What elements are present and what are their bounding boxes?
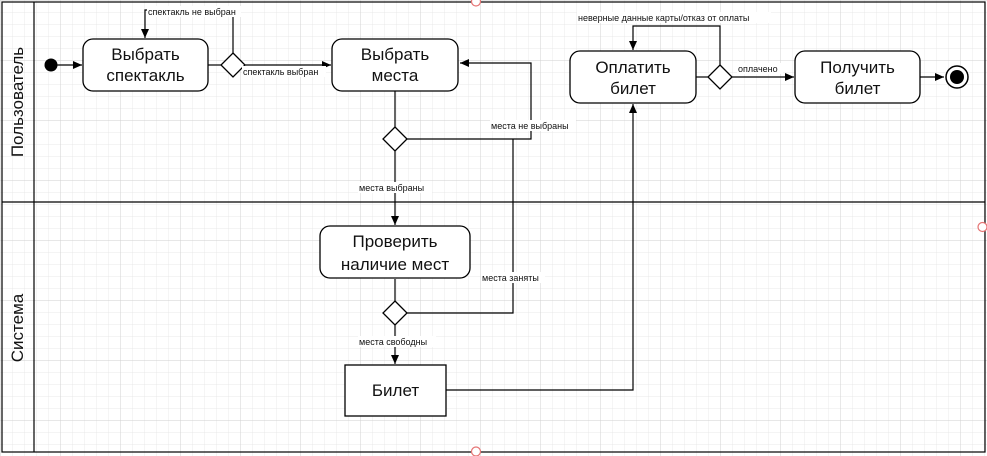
decision-payment[interactable] — [707, 64, 733, 90]
lane-title-user[interactable]: Пользователь — [8, 47, 27, 157]
resize-handle-top[interactable] — [470, 0, 482, 7]
label-seats-taken[interactable]: места заняты — [482, 273, 539, 283]
edge-labels: спектакль не выбран спектакль выбран мес… — [147, 6, 783, 347]
decision-seats-selected[interactable] — [382, 126, 408, 152]
decision-seats-available[interactable] — [382, 300, 408, 326]
object-ticket[interactable]: Билет — [344, 364, 447, 417]
action-select-seats-line2: места — [372, 66, 419, 85]
action-select-seats-line1: Выбрать — [361, 45, 430, 64]
action-check-seats-line2: наличие мест — [341, 255, 449, 274]
label-payment-failed[interactable]: неверные данные карты/отказ от оплаты — [578, 13, 749, 23]
final-node[interactable] — [945, 65, 969, 89]
edge-seats-not-selected[interactable] — [407, 59, 532, 140]
initial-node[interactable] — [44, 58, 58, 72]
action-get-ticket[interactable]: Получить билет — [794, 50, 921, 104]
decision-show[interactable] — [220, 52, 246, 78]
edge-ticket-to-pay[interactable] — [446, 104, 637, 391]
action-pay-ticket[interactable]: Оплатить билет — [569, 50, 697, 104]
action-select-show[interactable]: Выбрать спектакль — [82, 38, 209, 92]
object-ticket-label: Билет — [372, 381, 419, 400]
action-check-seats[interactable]: Проверить наличие мест — [319, 225, 471, 279]
resize-handle-right[interactable] — [977, 221, 987, 233]
action-get-ticket-line1: Получить — [820, 58, 895, 77]
action-select-show-line2: спектакль — [106, 66, 184, 85]
resize-handle-bottom[interactable] — [470, 446, 482, 456]
label-paid[interactable]: оплачено — [738, 64, 778, 74]
action-pay-ticket-line1: Оплатить — [595, 58, 670, 77]
edge-payment-failed[interactable] — [629, 25, 721, 65]
label-seats-selected[interactable]: места выбраны — [359, 183, 424, 193]
label-show-not-selected[interactable]: спектакль не выбран — [148, 7, 236, 17]
action-select-seats[interactable]: Выбрать места — [331, 38, 459, 92]
action-select-show-line1: Выбрать — [111, 45, 180, 64]
label-seats-free[interactable]: места свободны — [359, 337, 427, 347]
label-show-selected[interactable]: спектакль выбран — [243, 67, 318, 77]
action-get-ticket-line2: билет — [835, 79, 881, 98]
action-check-seats-line1: Проверить — [352, 232, 437, 251]
lane-title-system[interactable]: Система — [8, 293, 27, 362]
edge-seats-taken[interactable] — [407, 139, 514, 314]
action-pay-ticket-line2: билет — [610, 79, 656, 98]
resize-handles — [470, 0, 987, 456]
label-seats-not-selected[interactable]: места не выбраны — [491, 121, 569, 131]
